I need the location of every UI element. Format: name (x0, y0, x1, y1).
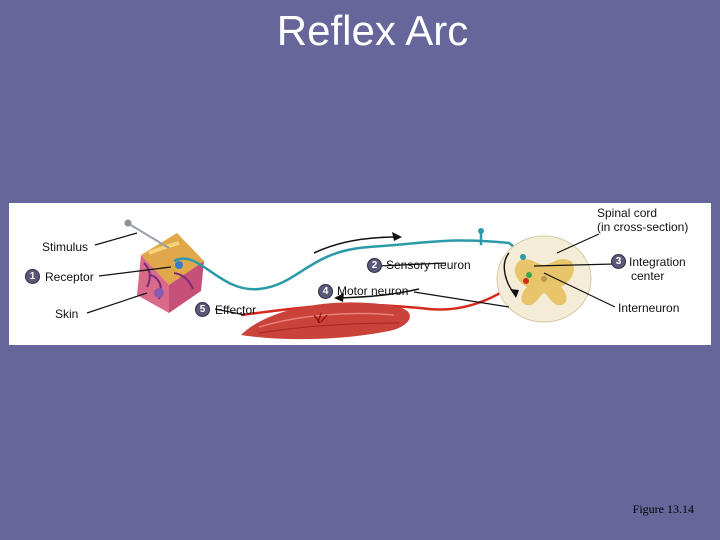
sensory-neuron-label: Sensory neuron (386, 258, 471, 272)
tack-stimulus-icon (124, 219, 170, 249)
skin-label: Skin (55, 307, 79, 321)
step-1-badge: 1 (25, 269, 40, 284)
receptor-label: Receptor (45, 270, 94, 284)
reflex-arc-illustration (86, 219, 616, 340)
step-2-badge: 2 (367, 258, 382, 273)
motor-neuron-label: Motor neuron (337, 284, 409, 298)
sensory-neuron-path (173, 239, 525, 291)
skin-block-illustration (137, 233, 204, 313)
motor-direction-arrow (338, 288, 420, 299)
effector-label: Effector (215, 303, 257, 317)
reflex-arc-diagram: Stimulus 1 Receptor Skin 2 Sensory neuro… (9, 203, 711, 345)
integration-center-label: Integration (629, 255, 686, 269)
step-4-badge: 4 (318, 284, 333, 299)
spinal-cord-illustration (496, 235, 592, 323)
step-5-badge: 5 (195, 302, 210, 317)
slide-title: Reflex Arc (276, 7, 469, 54)
leader-lines (86, 232, 616, 316)
interneuron-label: Interneuron (618, 301, 680, 315)
step-3-badge: 3 (611, 254, 626, 269)
stimulus-label: Stimulus (42, 240, 89, 254)
spinal-cord-label: Spinal cord (597, 206, 658, 220)
spinal-cord-sublabel: (in cross-section) (597, 220, 689, 234)
integration-center-sublabel: center (631, 269, 665, 283)
figure-caption: Figure 13.14 (632, 502, 694, 516)
muscle-effector-illustration (241, 302, 410, 340)
sensory-direction-arrow (313, 236, 398, 254)
